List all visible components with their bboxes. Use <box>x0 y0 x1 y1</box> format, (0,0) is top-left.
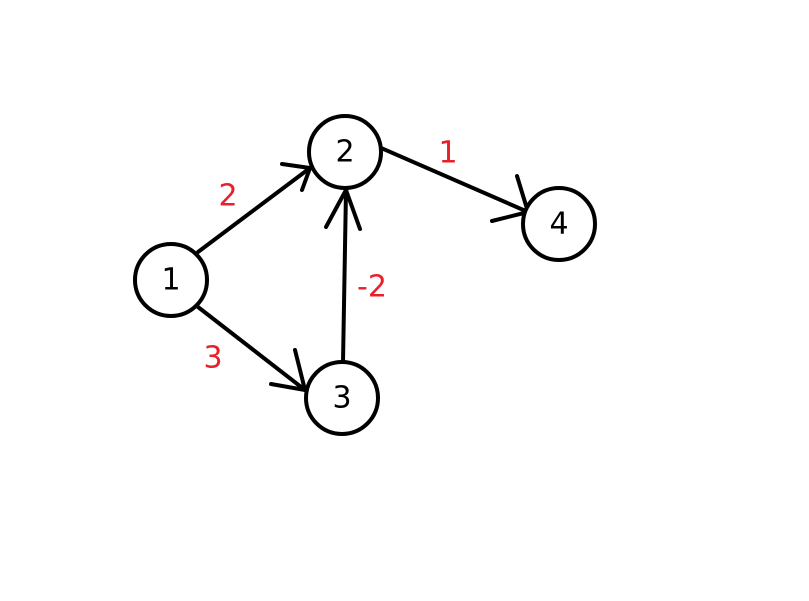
edge-weight-1-to-2: 2 <box>218 179 237 214</box>
edge-weight-2-to-4: 1 <box>438 136 457 171</box>
edge-1-to-2 <box>196 162 312 254</box>
node-2: 2 <box>307 114 383 190</box>
edge-weight-3-to-2: -2 <box>357 270 387 305</box>
node-2-label: 2 <box>335 135 354 170</box>
node-3-label: 3 <box>332 381 351 416</box>
node-4-label: 4 <box>549 207 568 242</box>
node-1: 1 <box>133 242 209 318</box>
edge-3-to-2 <box>324 188 362 364</box>
node-3: 3 <box>304 360 380 436</box>
node-1-label: 1 <box>161 263 180 298</box>
node-4: 4 <box>521 186 597 262</box>
edge-weight-1-to-3: 3 <box>203 341 222 376</box>
